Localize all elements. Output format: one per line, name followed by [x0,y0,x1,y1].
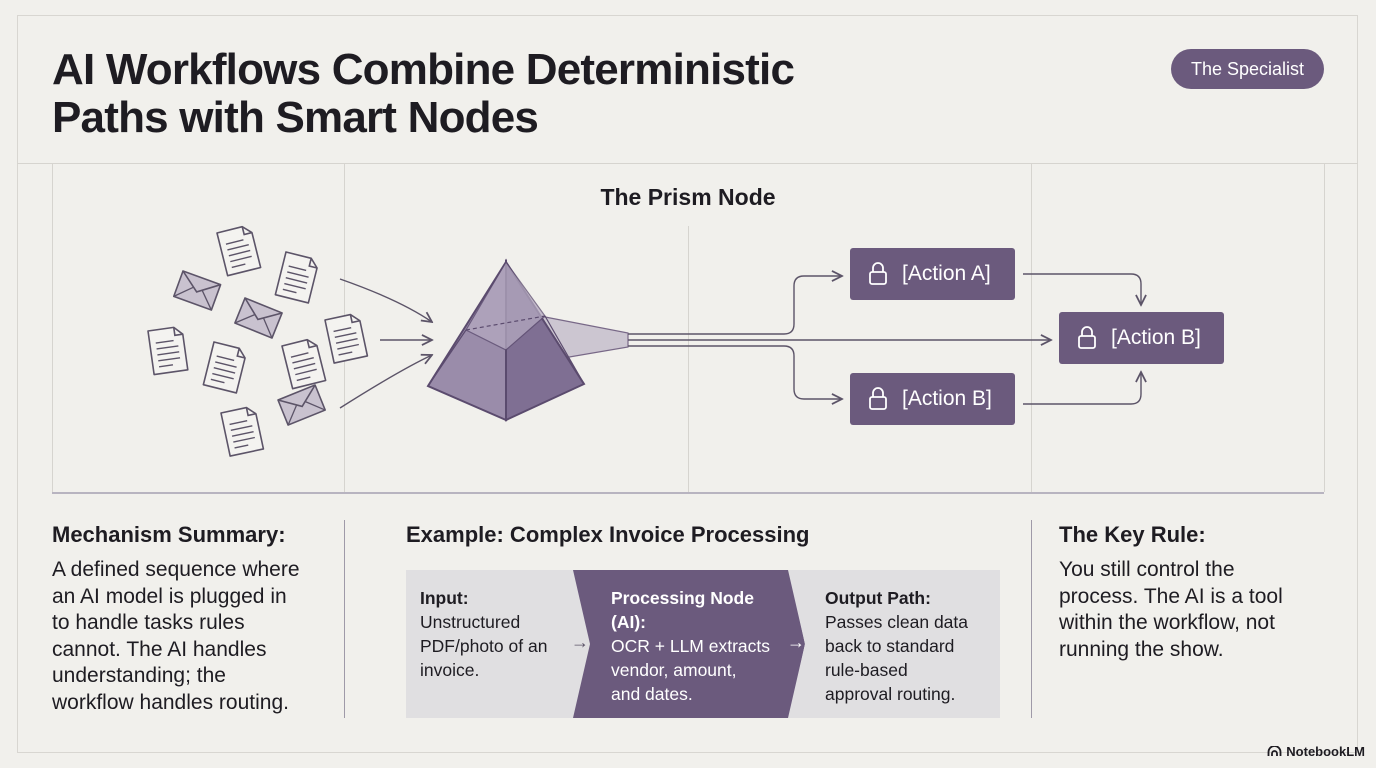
document-icon [202,341,248,394]
lock-icon [869,262,887,285]
step-processing-title: (AI): [611,612,646,632]
step-processing-line: and dates. [611,684,693,704]
document-icon [147,325,189,376]
step-output: Output Path: Passes clean data back to s… [788,570,1000,718]
grid-line [1324,164,1325,492]
slide-frame [17,15,1358,753]
mechanism-line: cannot. The AI handles [52,637,267,661]
action-a-box: [Action A] [850,248,1015,300]
route-to-action-a [628,276,842,335]
step-processing-line: vendor, amount, [611,660,737,680]
grid-line [688,226,689,492]
step-output-line: approval routing. [825,684,956,704]
lock-icon [1078,326,1096,349]
mechanism-heading: Mechanism Summary: [52,522,286,547]
step-input-line: Unstructured [420,612,521,632]
notebooklm-brand: NotebookLM [1267,744,1365,759]
title-line-1: AI Workflows Combine Deterministic [52,45,795,94]
grid-line [52,164,53,492]
step-input-title: Input: [420,588,469,608]
title-line-2: Paths with Smart Nodes [52,93,539,142]
step-input: Input: Unstructured PDF/photo of an invo… [406,570,590,718]
column-separator [344,520,345,718]
document-icon [324,312,369,364]
envelope-icon [234,297,283,339]
step-processing-title: Processing Node [611,588,754,608]
envelope-icon [172,270,222,311]
input-arrow [339,278,432,322]
action-b-right-box: [Action B] [1059,312,1224,364]
action-b-lower-label: [Action B] [902,387,992,410]
mechanism-line: an AI model is plugged in [52,584,287,608]
column-separator [1031,520,1032,718]
diagram-title: The Prism Node [600,184,776,210]
route-to-action-b-lower [628,345,842,399]
brand-label: NotebookLM [1286,744,1365,759]
key-rule-line: process. The AI is a tool [1059,584,1283,608]
lock-icon [869,387,887,410]
prism-icon [426,258,586,422]
mechanism-line: A defined sequence where [52,558,300,581]
notebooklm-logo-icon [1267,746,1282,756]
document-icon [281,336,327,390]
mechanism-text: A defined sequence where an AI model is … [52,557,332,717]
envelope-icon [277,384,327,426]
document-icon [220,405,265,457]
prism-diagram [147,223,1376,457]
arrow-icon: → [571,632,589,652]
action-b-lower-box: [Action B] [850,373,1015,425]
example-heading: Example: Complex Invoice Processing [406,522,810,547]
step-input-line: PDF/photo of an [420,636,548,656]
step-output-line: rule-based [825,660,908,680]
mechanism-line: workflow handles routing. [52,690,289,714]
specialist-badge: The Specialist [1171,49,1324,89]
section-divider [52,492,1324,494]
key-rule-line: You still control the [1059,558,1235,581]
grid-line [1031,164,1032,492]
step-output-line: back to standard [825,636,955,656]
mechanism-line: understanding; the [52,664,226,688]
key-rule-line: running the show. [1059,637,1224,661]
document-icon [274,251,320,304]
action-a-label: [Action A] [902,262,991,285]
key-rule-text: You still control the process. The AI is… [1059,557,1329,663]
mechanism-line: to handle tasks rules [52,611,245,635]
action-b-right-label: [Action B] [1111,326,1201,349]
document-icon [216,223,262,277]
page-title: AI Workflows Combine Deterministic Paths… [52,46,952,142]
input-arrow [339,355,432,409]
header-divider [17,163,1358,164]
arrow-icon: → [787,632,805,652]
step-processing: Processing Node (AI): OCR + LLM extracts… [573,570,805,718]
step-processing-line: OCR + LLM extracts [611,636,771,656]
step-output-title: Output Path: [825,588,931,608]
merge-arrow-bottom [1023,372,1141,405]
merge-arrow-top [1023,273,1141,305]
step-input-line: invoice. [420,660,480,680]
key-rule-line: within the workflow, not [1059,611,1275,635]
key-rule-heading: The Key Rule: [1059,522,1206,547]
step-output-line: Passes clean data [825,612,969,632]
